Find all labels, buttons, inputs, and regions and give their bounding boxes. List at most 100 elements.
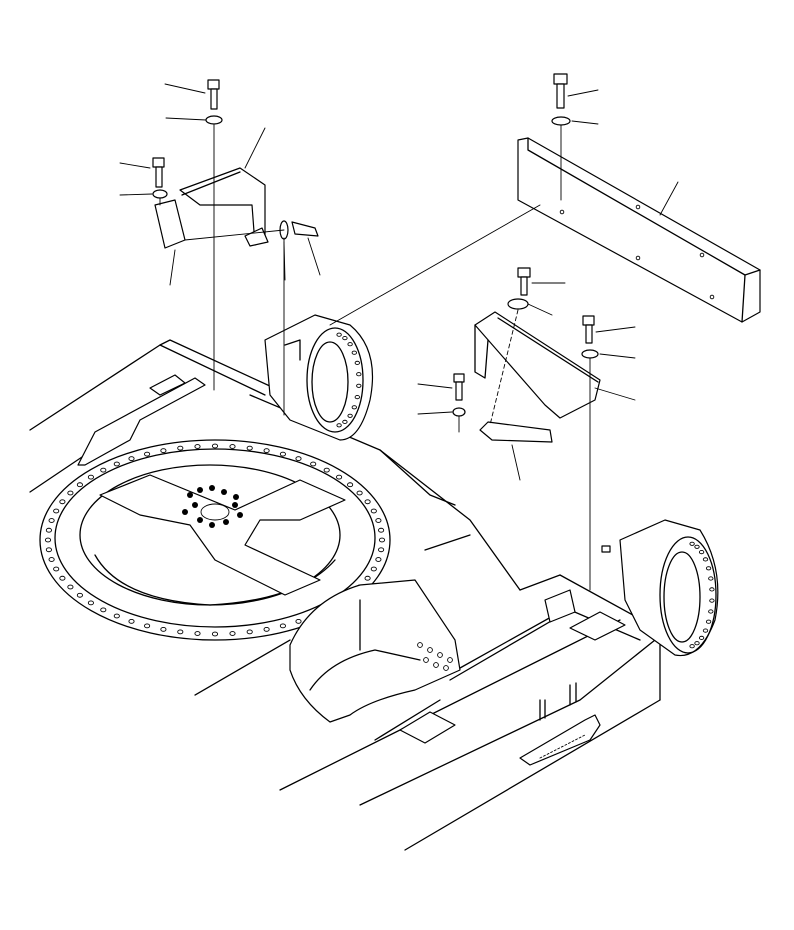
right-cover-fold — [497, 317, 599, 383]
right-frame-lower-3 — [404, 699, 661, 851]
bolt-hole — [378, 537, 386, 543]
bolt-hole — [100, 607, 107, 613]
track-guard-body — [519, 714, 601, 766]
leader-right-small-plate — [511, 444, 521, 481]
front-frame-inner — [309, 649, 421, 691]
right-ring-holes — [689, 541, 715, 649]
left-ring-holes — [336, 332, 362, 428]
bolt-head — [582, 315, 595, 326]
assembly-guide-lines — [159, 124, 591, 591]
bolt-hole — [144, 623, 151, 629]
washer-far-right — [581, 349, 599, 359]
leader-bolt-side — [307, 237, 321, 276]
frame-bolt-hole — [437, 652, 443, 658]
bolt-hole — [698, 549, 705, 555]
right-small-plate — [479, 421, 553, 443]
right-cover-plate — [474, 311, 601, 419]
bolt-hole — [48, 518, 55, 523]
bolt-hole — [310, 461, 317, 467]
leader-washer-top-left — [165, 117, 207, 121]
left-housing-outer — [264, 314, 374, 441]
bolt-hole — [689, 644, 695, 649]
right-frame-lower-2 — [359, 639, 656, 806]
bolt-lower-right — [453, 373, 465, 401]
bolt-shank — [210, 88, 218, 110]
bolt-hole — [378, 527, 385, 533]
bolt-hole — [356, 383, 362, 388]
center-bore — [200, 503, 230, 521]
bolt-hole — [246, 445, 253, 451]
washer-mid-right — [507, 298, 529, 310]
swing-circle-bolt-holes — [44, 443, 386, 637]
plate-bolt-hole — [187, 492, 193, 498]
bolt-hole — [76, 592, 83, 598]
plate-bolt-hole — [223, 519, 229, 525]
plate-bolt-hole — [192, 502, 198, 508]
angle-cover-lip — [527, 137, 761, 276]
lower-mid-line — [374, 699, 441, 741]
washer-top-right — [551, 116, 571, 126]
access-plate-front — [399, 711, 456, 744]
leader-bolt-mid-left — [119, 162, 151, 169]
bolt-side-left — [291, 221, 319, 237]
plate-bolt-hole — [182, 509, 188, 515]
front-edge-line — [194, 639, 291, 696]
front-frame — [289, 579, 626, 744]
bolt-mid-right — [517, 267, 531, 296]
leader-bolt-top-left — [164, 83, 206, 94]
bolt-hole — [709, 598, 715, 603]
swing-circle-outer — [39, 439, 391, 641]
bolt-hole — [354, 395, 360, 400]
frame-bolt-hole — [443, 665, 449, 671]
leader-washer-mid-right — [527, 303, 553, 316]
bolt-top-left — [207, 79, 220, 110]
bolt-hole — [45, 527, 52, 533]
bolt-hole — [336, 474, 343, 480]
bolt-hole — [351, 405, 357, 410]
bolt-mid-left — [152, 157, 165, 188]
front-frame-holes — [417, 642, 453, 671]
plate-bolt-hole — [197, 487, 203, 493]
bolt-hole — [229, 631, 236, 636]
bolt-head — [453, 373, 465, 383]
bolt-head — [517, 267, 531, 278]
right-housing-lug — [601, 545, 611, 553]
guide-mid-right-dashed — [489, 309, 519, 426]
access-plate-rear — [569, 611, 626, 641]
bolt-hole — [689, 541, 695, 546]
body-mark — [424, 534, 471, 551]
cover-hole-1 — [559, 209, 565, 215]
front-frame-block — [289, 579, 461, 723]
cover-hole-5 — [699, 252, 705, 258]
bolt-hole — [48, 557, 55, 562]
leader-washer-far-right — [599, 353, 636, 359]
cover-hole-3 — [635, 255, 641, 261]
plate-bolt-hole — [209, 522, 215, 528]
right-cover-assembly — [452, 73, 601, 443]
bolt-hole — [364, 575, 371, 581]
track-guard-teeth — [539, 734, 586, 759]
bolt-hole — [144, 451, 151, 457]
bolt-hole — [354, 360, 360, 365]
angle-cover-fold — [741, 274, 746, 323]
leader-right-cover — [594, 387, 636, 401]
leader-washer-side — [283, 241, 286, 281]
bolt-hole — [356, 372, 362, 377]
bolt-hole — [128, 619, 135, 624]
bolt-hole — [375, 557, 382, 562]
bolt-head — [553, 73, 568, 85]
frame-bolt-hole — [427, 647, 433, 653]
bolt-hole — [378, 547, 385, 553]
bolt-hole — [177, 629, 184, 635]
bolt-hole — [113, 613, 120, 619]
frame-bolt-hole — [423, 657, 429, 663]
bolt-hole — [364, 499, 371, 505]
bolt-hole — [370, 566, 377, 572]
left-idler-housing — [264, 314, 374, 441]
leader-bolt-lower-right — [417, 383, 453, 389]
bolt-hole — [279, 451, 286, 457]
guide-cover-to-frame — [329, 204, 541, 326]
long-angle-cover — [517, 137, 761, 323]
leader-angle-cover — [659, 181, 679, 216]
